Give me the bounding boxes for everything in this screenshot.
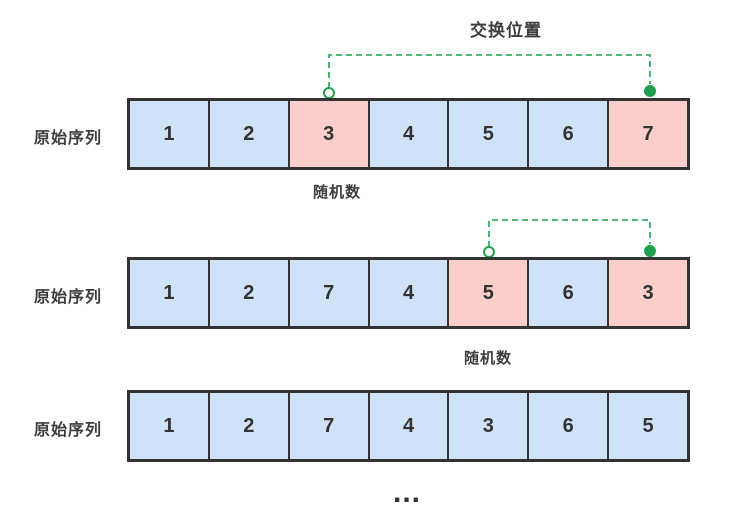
array-cell: 1 [130,393,208,459]
swap-source-open-circle-icon [323,87,335,99]
sequence-label-step1: 原始序列 [33,130,102,147]
sequence-label-step3: 原始序列 [33,422,102,439]
swap-position-label: 交换位置 [470,21,542,40]
array-cell: 3 [607,260,688,326]
array-cell: 1 [130,260,208,326]
swap-source-open-circle-icon [483,246,495,258]
continuation-ellipsis: ... [392,476,421,509]
sequence-label-step2: 原始序列 [33,289,102,306]
array-cell: 6 [527,260,608,326]
array-cell: 7 [287,393,368,459]
array-cell: 2 [207,393,288,459]
array-cell: 2 [207,101,288,167]
swap-target-filled-circle-icon [644,245,656,257]
array-cell: 4 [367,101,448,167]
array-cell: 3 [447,393,528,459]
array-cell: 5 [447,260,528,326]
array-cell: 5 [607,393,688,459]
swap-connector-line [328,54,651,88]
array-cell: 2 [207,260,288,326]
array-cell: 7 [607,101,688,167]
array-cell: 5 [447,101,528,167]
swap-connector-step2 [483,219,656,258]
array-cell: 7 [287,260,368,326]
array-cell: 1 [130,101,208,167]
array-cell: 6 [527,101,608,167]
array-cell: 4 [367,260,448,326]
swap-connector-step1 [323,54,656,99]
swap-connector-line [488,219,651,247]
array-cell: 3 [287,101,368,167]
random-number-label-step1: 随机数 [312,184,361,201]
array-cell: 4 [367,393,448,459]
random-number-label-step2: 随机数 [463,350,512,367]
swap-target-filled-circle-icon [644,85,656,97]
array-cell: 6 [527,393,608,459]
